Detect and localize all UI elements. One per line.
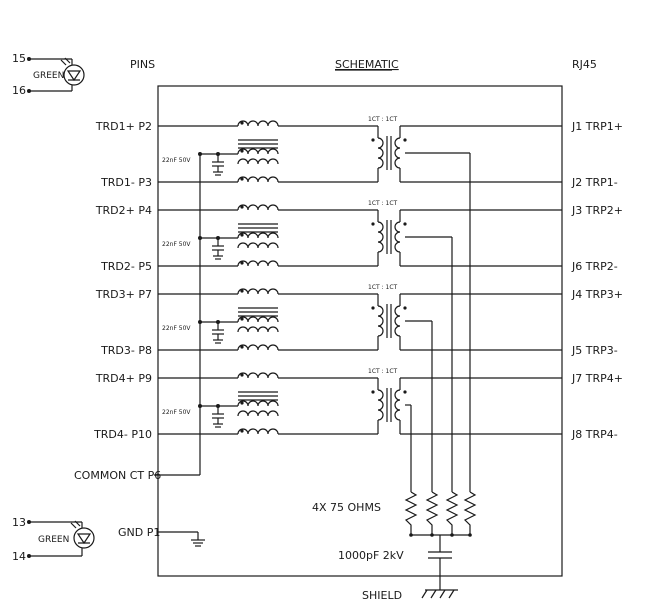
pin-label-right: J8 TRP4-: [571, 428, 618, 441]
cap-label: 22nF 50V: [162, 157, 191, 164]
resistor-network: [404, 491, 477, 537]
led-top-color: GREEN: [33, 71, 64, 81]
transformer-ratio: 1CT : 1CT: [368, 368, 398, 375]
led-top-pin-a: 15: [12, 52, 26, 65]
cap-label: 22nF 50V: [162, 241, 191, 248]
pin-label-right: J1 TRP1+: [571, 120, 623, 133]
led-bottom-pin-a: 13: [12, 516, 26, 529]
led-bottom-color: GREEN: [38, 535, 69, 545]
pin-label-left: TRD4+ P9: [95, 372, 152, 385]
header-rj45: RJ45: [572, 58, 597, 71]
channel-3: TRD3+ P7 TRD3- P8 J4 TRP3+ J5 TRP3- 1CT : 1C…: [95, 284, 623, 492]
channel-2: TRD2+ P4 TRD2- P5 J3 TRP2+ J6 TRP2- 1CT : 1C…: [95, 200, 623, 492]
resistor-label: 4X 75 OHMS: [312, 501, 381, 514]
header-pins: PINS: [130, 58, 155, 71]
resistor-75-ohm: [463, 491, 477, 535]
pin-label-right: J5 TRP3-: [571, 344, 618, 357]
resistor-75-ohm: [445, 491, 459, 535]
resistor-75-ohm: [404, 491, 418, 535]
led-top-icon: [63, 64, 85, 86]
pin-label-left: TRD3+ P7: [95, 288, 152, 301]
transformer-ratio: 1CT : 1CT: [368, 200, 398, 207]
module-outline: [157, 85, 563, 577]
resistor-75-ohm: [425, 491, 439, 535]
led-top: 15 16 GREEN: [12, 52, 85, 97]
pin-label-right: J6 TRP2-: [571, 260, 618, 273]
common-ct-label: COMMON CT P6: [74, 469, 161, 482]
pin-label-left: TRD3- P8: [100, 344, 152, 357]
led-bottom-pin-b: 14: [12, 550, 26, 563]
transformer-ratio: 1CT : 1CT: [368, 284, 398, 291]
cap-label: 22nF 50V: [162, 409, 191, 416]
led-top-pin-b: 16: [12, 84, 26, 97]
shield-label: SHIELD: [362, 589, 402, 602]
pin-label-right: J7 TRP4+: [571, 372, 623, 385]
led-bottom: 13 14 GREEN: [12, 516, 95, 563]
pin-label-right: J4 TRP3+: [571, 288, 623, 301]
cap-label: 22nF 50V: [162, 325, 191, 332]
pin-label-left: TRD2- P5: [100, 260, 152, 273]
channel-1: TRD1+ P2 TRD1- P3 J1 TRP1+ J2 TRP1- 1CT : 1C…: [95, 116, 623, 492]
hv-cap-label: 1000pF 2kV: [338, 549, 404, 562]
pin-label-right: J3 TRP2+: [571, 204, 623, 217]
led-bottom-icon: [73, 527, 95, 549]
pin-label-left: TRD2+ P4: [95, 204, 152, 217]
transformer-ratio: 1CT : 1CT: [368, 116, 398, 123]
gnd-label: GND P1: [118, 526, 160, 539]
pin-label-left: TRD1+ P2: [95, 120, 152, 133]
pin-label-right: J2 TRP1-: [571, 176, 618, 189]
pin-label-left: TRD1- P3: [100, 176, 152, 189]
channels: TRD1+ P2 TRD1- P3 J1 TRP1+ J2 TRP1- 1CT : 1C…: [93, 116, 623, 492]
header-schematic: SCHEMATIC: [335, 58, 399, 71]
channel-4: TRD4+ P9 TRD4- P10 J7 TRP4+ J8 TRP4- 1CT : 1…: [93, 368, 623, 492]
pin-label-left: TRD4- P10: [93, 428, 152, 441]
